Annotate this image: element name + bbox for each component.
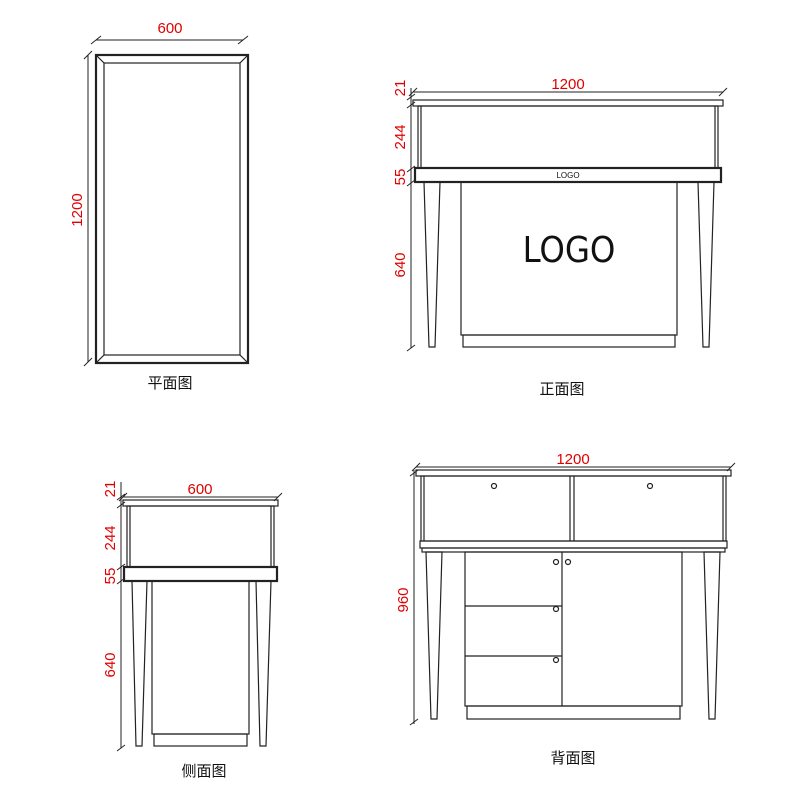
back-tick-bottom bbox=[409, 718, 419, 726]
side-tick-bottom bbox=[116, 744, 126, 752]
back-caption: 背面图 bbox=[550, 749, 595, 767]
front-tick-band-bottom bbox=[406, 179, 416, 187]
plan-width-tick-left bbox=[90, 35, 102, 45]
back-glass-lock-left bbox=[490, 482, 498, 490]
plan-corner-tl bbox=[95, 54, 105, 64]
side-glass-case bbox=[126, 505, 275, 568]
back-plinth bbox=[466, 705, 681, 720]
plan-outer-frame bbox=[94, 53, 250, 365]
plan-depth-tick-bottom bbox=[83, 357, 93, 367]
side-leg-left bbox=[131, 580, 148, 747]
front-glass-label: 244 bbox=[392, 124, 409, 149]
side-band-label: 55 bbox=[102, 568, 119, 585]
plan-depth-tick-top bbox=[83, 50, 93, 60]
front-top-slab bbox=[412, 99, 724, 107]
back-view: 1200 960 背面图 bbox=[395, 451, 736, 767]
side-tick-glass-bottom bbox=[116, 563, 126, 571]
side-top-label: 21 bbox=[102, 481, 119, 498]
plan-width-tick-right bbox=[237, 35, 249, 45]
back-height-label: 960 bbox=[395, 587, 412, 612]
front-width-tick-left bbox=[408, 87, 418, 97]
back-drawer-lock-3 bbox=[552, 656, 560, 664]
back-drawer-lock-1 bbox=[552, 558, 560, 566]
back-tick-top bbox=[409, 469, 419, 477]
back-drawer-lock-2 bbox=[552, 605, 560, 613]
front-plinth bbox=[462, 334, 676, 348]
plan-width-label: 600 bbox=[157, 20, 182, 37]
front-band-logo: LOGO bbox=[556, 171, 579, 180]
front-tick-glass-bottom bbox=[406, 165, 416, 173]
side-tick-top bbox=[116, 493, 126, 501]
front-leg-right bbox=[697, 181, 715, 348]
plan-corner-tr bbox=[239, 54, 249, 64]
front-glass-case bbox=[417, 105, 719, 169]
back-width-label: 1200 bbox=[556, 451, 589, 468]
side-plinth bbox=[153, 733, 248, 747]
plan-inner-frame bbox=[103, 62, 241, 356]
plan-depth-label: 1200 bbox=[69, 193, 86, 226]
front-leg-left bbox=[423, 181, 441, 348]
back-top-slab bbox=[415, 469, 732, 477]
front-width-tick-right bbox=[718, 87, 728, 97]
front-caption: 正面图 bbox=[539, 380, 584, 398]
side-caption: 侧面图 bbox=[181, 762, 226, 780]
back-glass-lock-right bbox=[646, 482, 654, 490]
plan-corner-br bbox=[239, 354, 249, 364]
side-width-tick-left bbox=[118, 492, 128, 502]
side-glass-label: 244 bbox=[102, 525, 119, 550]
back-door-lock bbox=[564, 558, 572, 566]
back-leg-left bbox=[425, 551, 443, 720]
plan-caption: 平面图 bbox=[147, 374, 192, 392]
side-base-label: 640 bbox=[102, 652, 119, 677]
front-band-label: 55 bbox=[392, 169, 409, 186]
plan-view: 600 1200 平面图 bbox=[69, 20, 250, 392]
front-tick-glass-top bbox=[406, 101, 416, 109]
front-width-label: 1200 bbox=[551, 76, 584, 93]
side-tick-glass-top bbox=[116, 501, 126, 509]
side-top-slab bbox=[122, 499, 279, 507]
front-cabinet-logo: LOGO bbox=[523, 230, 616, 271]
back-band-top bbox=[419, 540, 728, 549]
back-leg-right bbox=[703, 551, 721, 720]
side-band bbox=[122, 565, 279, 583]
front-top-label: 21 bbox=[392, 80, 409, 97]
front-view: 1200 21 244 55 640 LOGO LOGO 正面图 bbox=[392, 76, 728, 398]
back-cabinet bbox=[464, 551, 683, 707]
side-width-label: 600 bbox=[187, 481, 212, 498]
front-tick-bottom bbox=[406, 344, 416, 352]
plan-corner-bl bbox=[95, 354, 105, 364]
side-leg-right bbox=[255, 580, 272, 747]
side-view: 600 21 244 55 640 侧面图 bbox=[102, 481, 283, 780]
front-tick-top bbox=[406, 93, 416, 101]
back-width-tick-left bbox=[411, 462, 421, 472]
side-cabinet bbox=[151, 580, 250, 735]
front-base-label: 640 bbox=[392, 252, 409, 277]
